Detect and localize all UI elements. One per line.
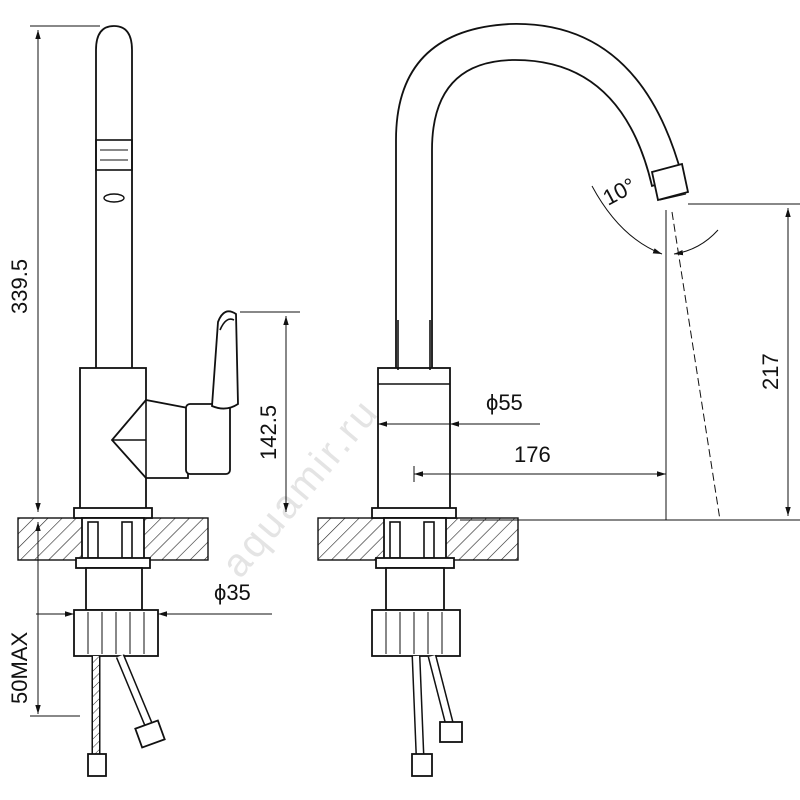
- max-thickness-label: 50MAX: [7, 632, 32, 704]
- swivel-angle-label: 10°: [599, 173, 640, 211]
- dimension-spout-height: 217: [460, 203, 800, 521]
- spout-height-label: 217: [758, 353, 783, 390]
- total-height-label: 339.5: [7, 259, 32, 314]
- dimension-shank-diameter: ϕ35: [36, 580, 272, 617]
- body-diameter-label: ϕ55: [486, 390, 523, 415]
- dimension-total-height: 339.5: [7, 25, 100, 512]
- faucet-front-view: [371, 23, 690, 777]
- dimension-swivel-angle: 10°: [591, 173, 721, 521]
- lever-height-label: 142.5: [256, 405, 281, 460]
- dimension-body-diameter: ϕ55: [378, 390, 540, 427]
- spout-reach-label: 176: [514, 442, 551, 467]
- faucet-side-view: [73, 25, 239, 777]
- shank-diameter-label: ϕ35: [214, 580, 251, 605]
- dimension-spout-reach: 176: [413, 210, 667, 482]
- dimension-lever-height: 142.5: [240, 311, 300, 512]
- dimension-max-thickness: 50MAX: [7, 522, 80, 717]
